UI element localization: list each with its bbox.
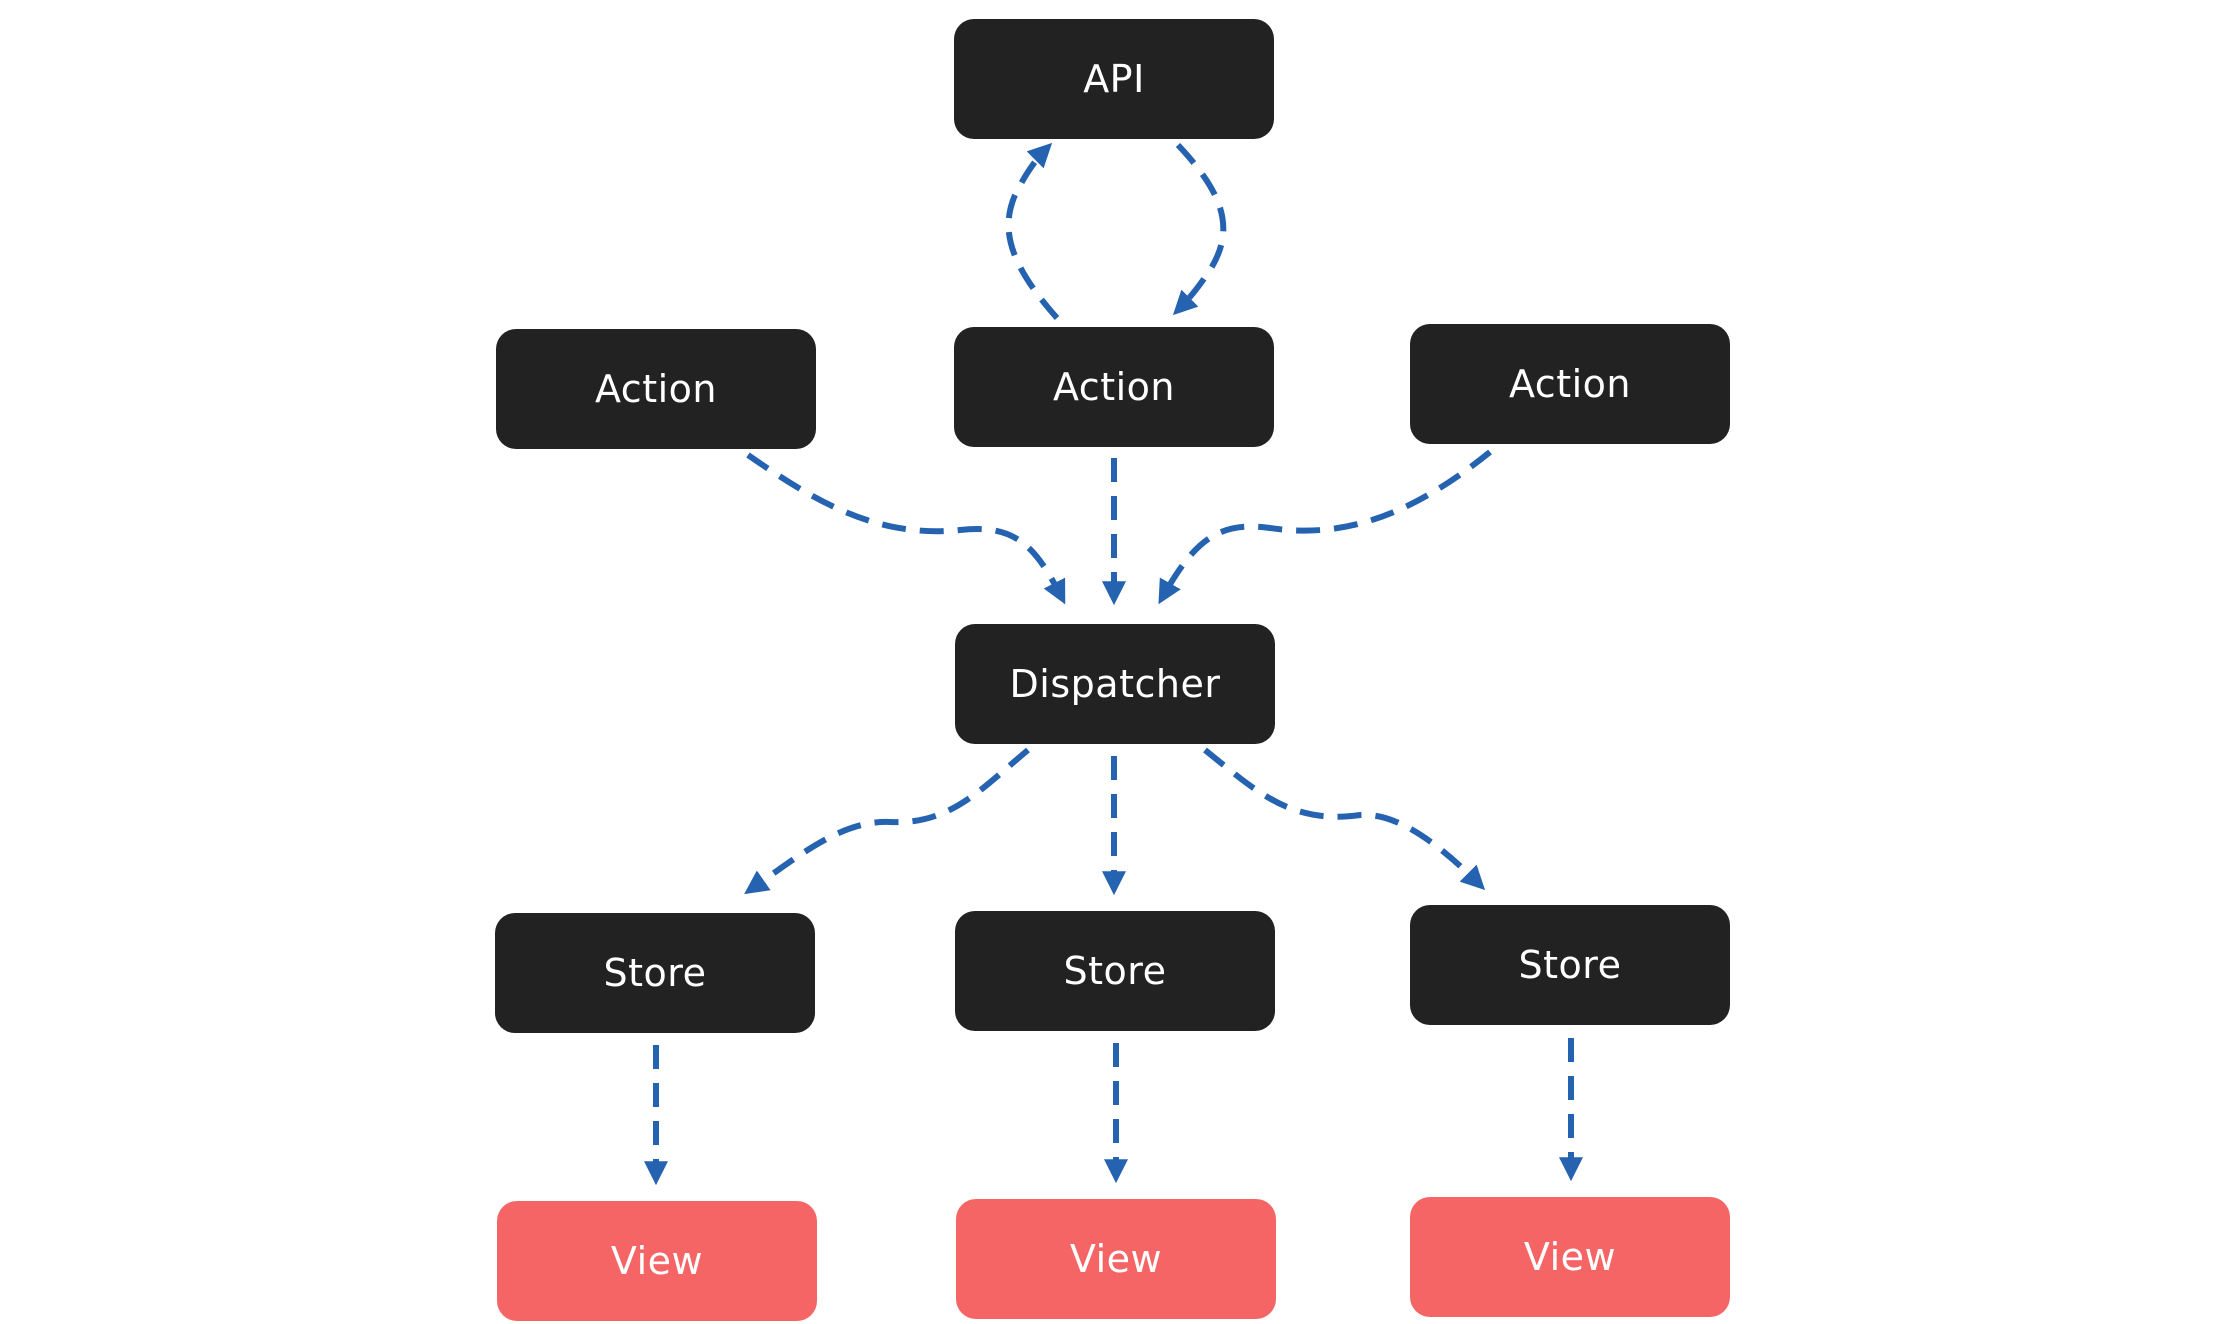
node-store-left-label: Store [603,951,707,995]
node-view-center: View [956,1199,1276,1319]
node-action-center: Action [954,327,1274,447]
node-store-center-label: Store [1063,949,1167,993]
edge-action-left-to-dispatcher [746,452,1066,605]
node-store-right: Store [1410,905,1730,1025]
edge-dispatcher-to-store-right [1203,747,1486,891]
node-dispatcher-label: Dispatcher [1009,662,1221,706]
node-action-left: Action [496,329,816,449]
node-view-left-label: View [610,1239,704,1283]
node-view-right: View [1410,1197,1730,1317]
node-view-right-label: View [1523,1235,1617,1279]
node-action-center-label: Action [1052,365,1175,409]
node-api: API [954,19,1274,139]
node-store-left: Store [495,913,815,1033]
edge-action-right-to-dispatcher [1158,449,1492,605]
node-dispatcher: Dispatcher [955,624,1275,744]
node-action-right: Action [1410,324,1730,444]
edge-api-to-action [1172,142,1227,316]
node-store-right-label: Store [1518,943,1622,987]
node-store-center: Store [955,911,1275,1031]
node-action-right-label: Action [1508,362,1631,406]
node-action-left-label: Action [594,367,717,411]
node-view-left: View [497,1201,817,1321]
edge-action-to-api [1005,142,1060,320]
node-view-center-label: View [1069,1237,1163,1281]
edge-dispatcher-to-store-left [744,747,1030,895]
node-api-label: API [1083,57,1145,101]
